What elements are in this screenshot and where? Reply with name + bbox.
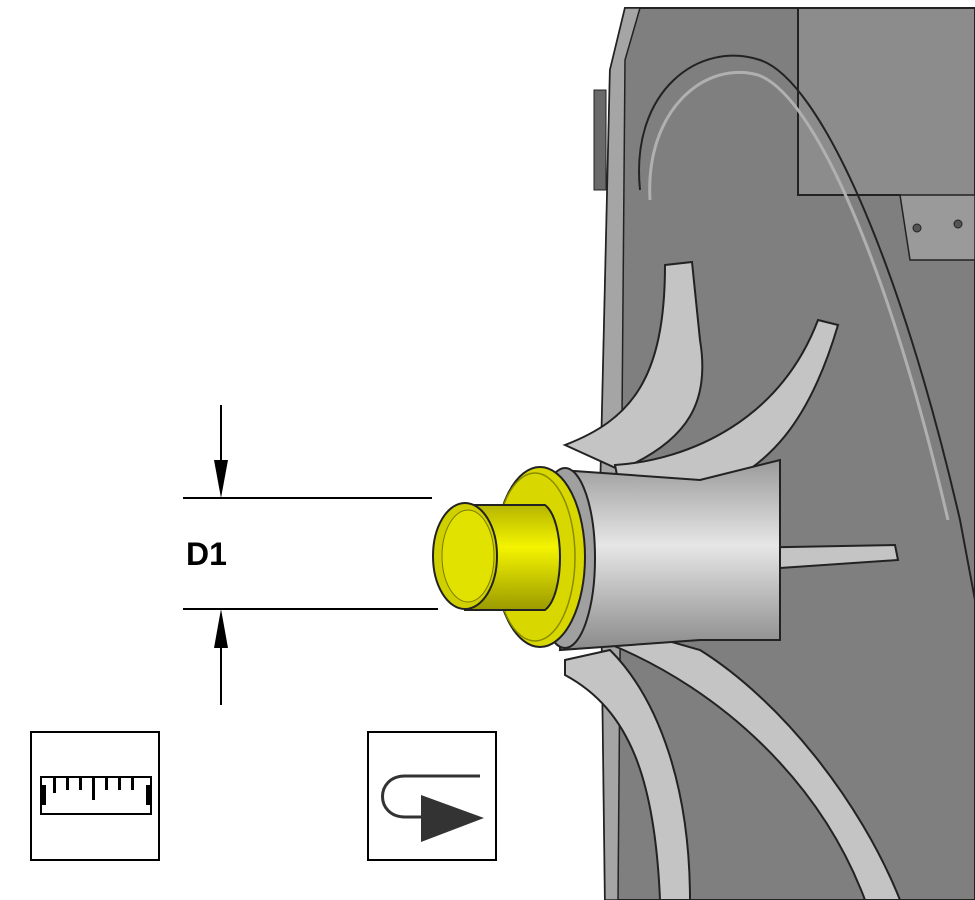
dimension-d1 — [183, 405, 438, 705]
ruler-icon — [30, 731, 160, 861]
dimension-label-d1: D1 — [186, 536, 227, 572]
shaft — [432, 502, 561, 611]
continue-arrow-icon — [367, 731, 497, 861]
